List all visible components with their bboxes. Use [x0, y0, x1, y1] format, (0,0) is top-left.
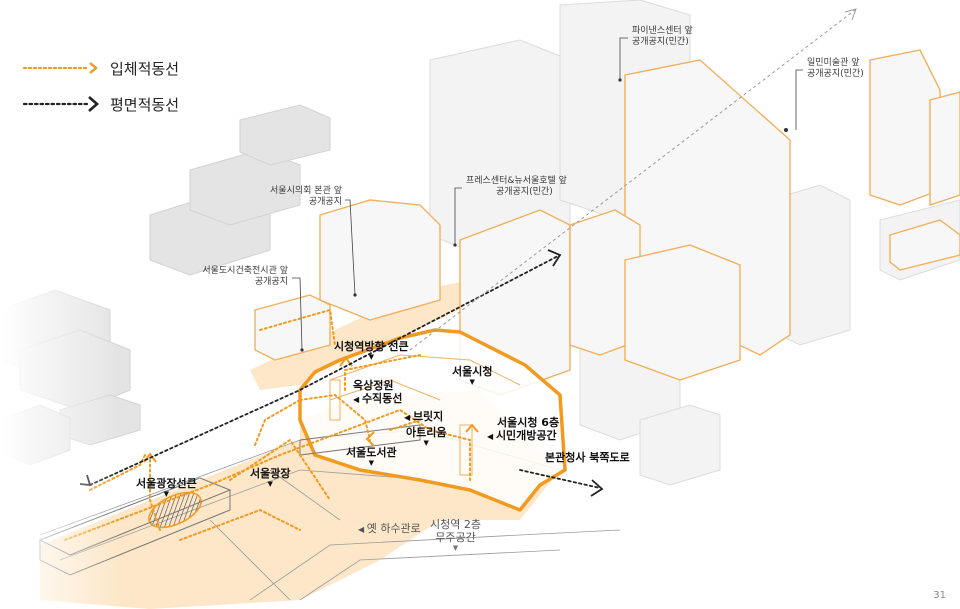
- label-plaza-sunken: 서울광장선큰▼: [136, 477, 197, 498]
- legend-3d-swatch: [22, 62, 98, 74]
- leader-dots: [300, 78, 788, 352]
- legend-2d-label: 평면적동선: [110, 95, 180, 114]
- marker-left-triangle-icon: ◀: [487, 432, 496, 441]
- museum-arrow: [844, 8, 857, 21]
- label-old-sewer: ◀ 옛 하수관로: [358, 522, 421, 535]
- cityhall-outline: [298, 328, 567, 512]
- outlined-buildings: [254, 49, 960, 396]
- callout-archive: 서울도시건축전시관 앞 공개공지: [202, 266, 288, 287]
- legend-3d-label: 입체적동선: [110, 59, 180, 78]
- plaza-sunken-shape: [148, 491, 202, 529]
- label-north-road: 본관청사 북쪽도로: [545, 451, 630, 464]
- label-floor6: 서울시청 6층 ◀ 시민개방공간: [487, 416, 560, 442]
- page-number: 31: [933, 590, 946, 601]
- label-cityhall-station-sunken: 시청역방향 선큰▼: [334, 340, 409, 361]
- marker-triangle-icon: ▼: [267, 480, 273, 488]
- callout-ilmin-museum: 일민미술관 앞 공개공지(민간): [807, 58, 864, 79]
- cityhall-inner: [329, 354, 521, 476]
- callout-finance-center: 파이낸스센터 앞 공개공지(민간): [632, 26, 693, 47]
- marker-triangle-icon: ▼: [423, 439, 429, 447]
- marker-left-triangle-icon: ◀: [404, 413, 413, 422]
- marker-triangle-icon: ▼: [368, 459, 374, 467]
- label-cityhall: 서울시청▼: [452, 365, 493, 386]
- street-ground: [250, 280, 480, 390]
- marker-triangle-icon: ▼: [469, 378, 475, 386]
- marker-triangle-icon: ▼: [452, 544, 459, 552]
- label-station-b2: 시청역 2층 무주공간 ▼: [430, 518, 481, 552]
- marker-triangle-icon: ▼: [163, 490, 170, 498]
- left-fade: [0, 0, 120, 609]
- legend-item-2d: 평면적동선: [22, 92, 179, 116]
- marker-left-triangle-icon: ◀: [353, 395, 362, 404]
- horizontal-circulation-paths: [89, 254, 601, 489]
- label-atrium: 아트리움▼: [406, 426, 447, 447]
- callout-press-center: 프레스센터&뉴서울호텔 앞 공개공지(민간): [466, 176, 567, 197]
- marker-triangle-icon: ▼: [368, 353, 375, 361]
- vertical-circulation-paths: [64, 308, 471, 541]
- callout-council: 서울시의회 본관 앞 공개공지: [270, 186, 342, 207]
- label-library: 서울도서관▼: [346, 446, 397, 467]
- legend-item-3d: 입체적동선: [22, 56, 179, 80]
- label-roof-garden: 옥상정원 ◀ 수직동선: [353, 379, 403, 405]
- leader-lines: [292, 37, 803, 351]
- marker-left-triangle-icon: ◀: [358, 525, 367, 534]
- label-plaza: 서울광장▼: [250, 467, 291, 488]
- label-bridge: ◀ 브릿지: [404, 410, 444, 423]
- legend-2d-swatch: [22, 96, 99, 112]
